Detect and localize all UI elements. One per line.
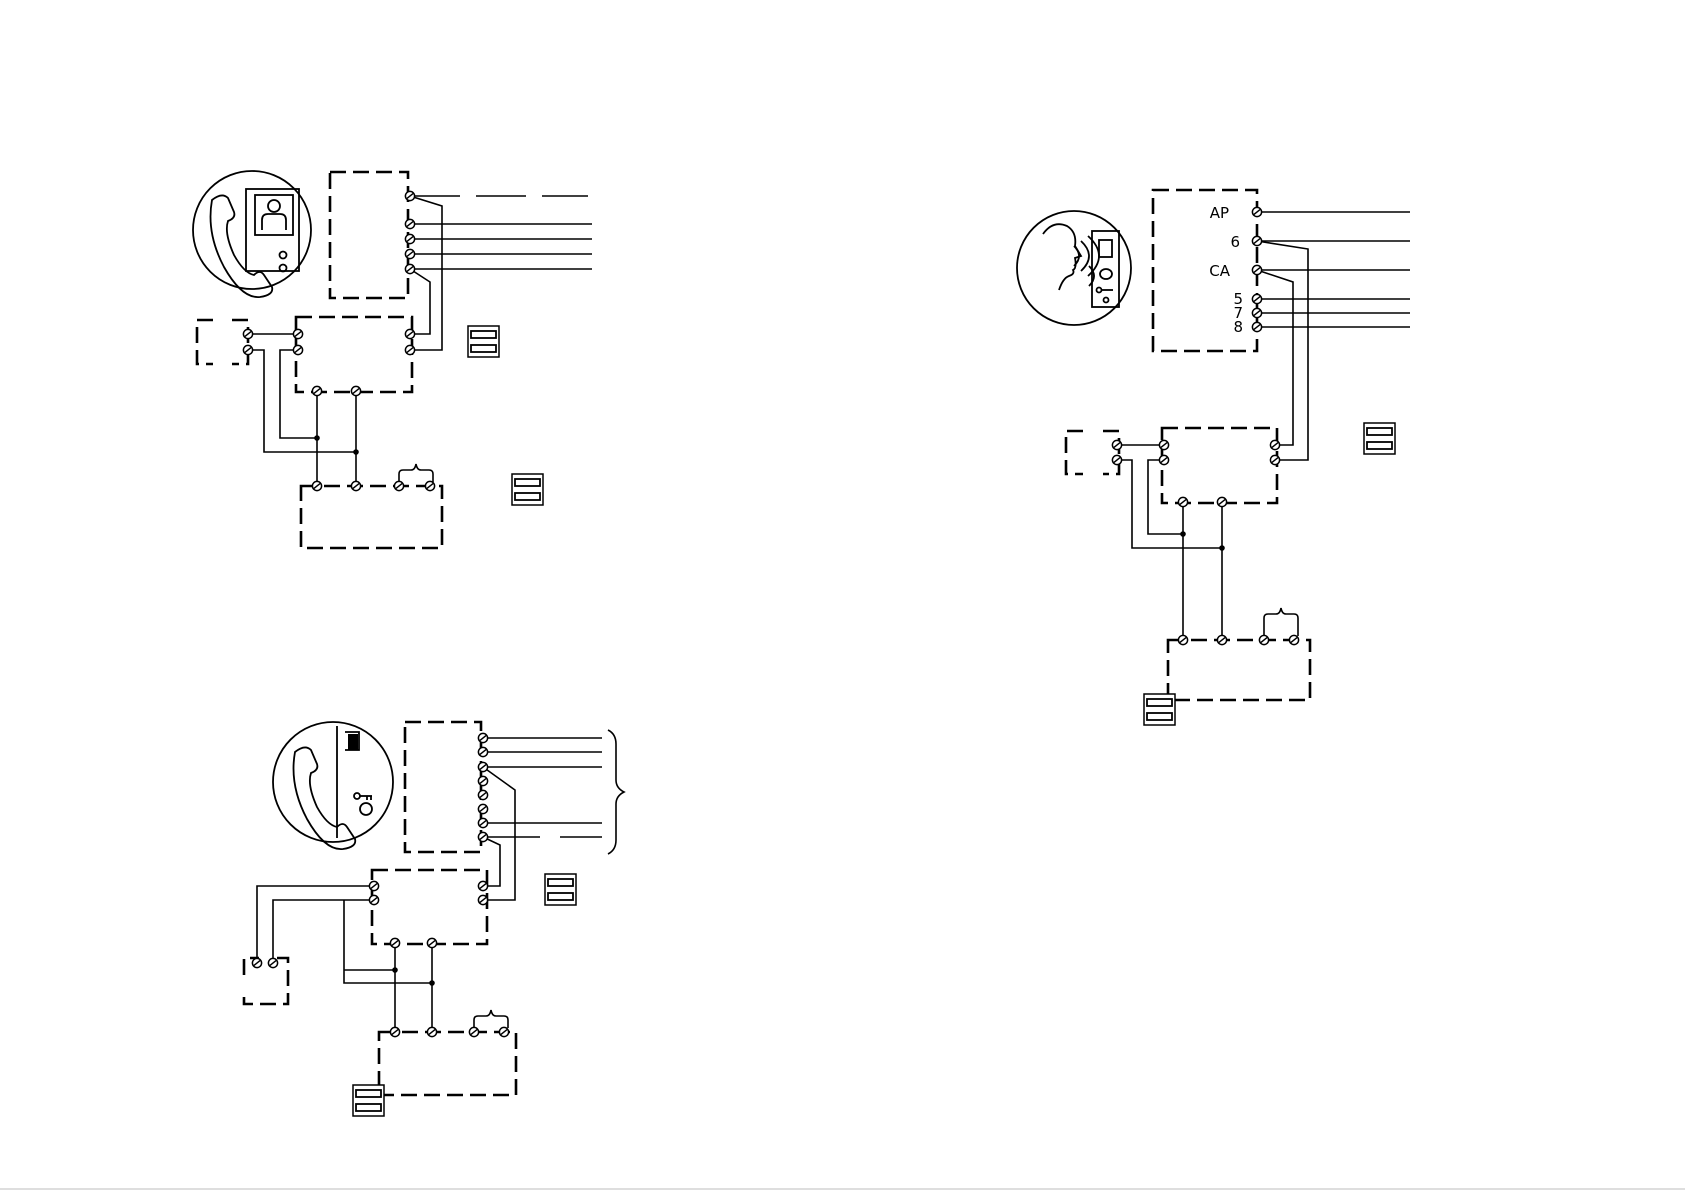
handsfree-speaker-icon: [1017, 211, 1131, 325]
handset-unit-box: [330, 172, 408, 298]
transformer-icon: [1364, 423, 1395, 454]
interface-module-box: [372, 870, 487, 944]
power-supply-box: [379, 1032, 516, 1095]
diagram-audio-handset: [244, 722, 624, 1116]
transformer-icon: [545, 874, 576, 905]
transformer-icon: [512, 474, 543, 505]
diagram-video-handset: [193, 171, 592, 548]
video-handset-icon: [193, 171, 311, 297]
interface-module-box: [296, 317, 412, 392]
interface-module-box: [1162, 428, 1277, 503]
power-supply-box: [301, 486, 442, 548]
transformer-icon: [468, 326, 499, 357]
transformer-icon: [1144, 694, 1175, 725]
handset-unit-box: [405, 722, 481, 852]
terminal-label-ca: CA: [1209, 262, 1230, 280]
power-supply-box: [1168, 640, 1310, 700]
diagram-handsfree-speaker: AP 6 CA 5 7 8: [1017, 190, 1410, 725]
transformer-icon: [353, 1085, 384, 1116]
terminal-label-ap: AP: [1210, 204, 1229, 222]
terminal-label-8: 8: [1233, 318, 1243, 336]
audio-handset-icon: [273, 722, 393, 849]
terminal-label-6: 6: [1230, 233, 1240, 251]
